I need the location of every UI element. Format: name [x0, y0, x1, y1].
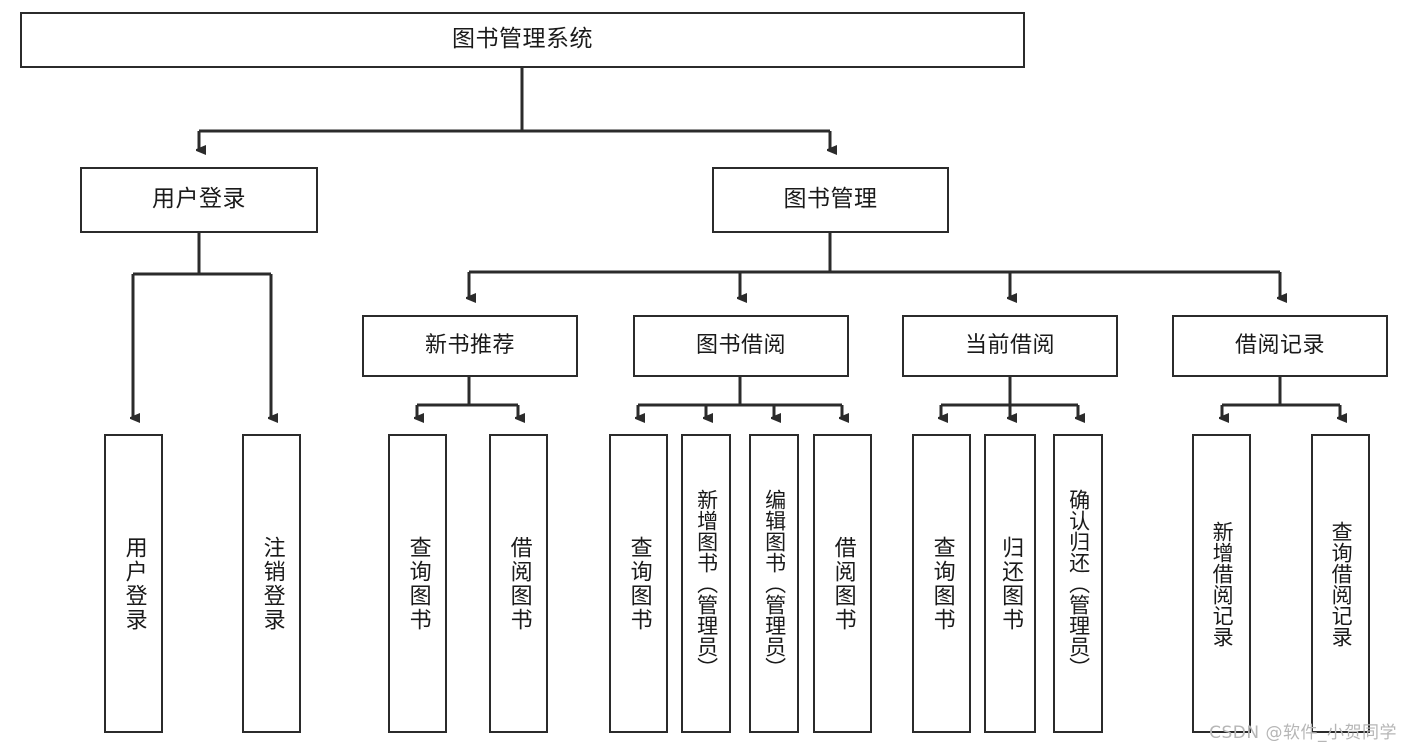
node-leaf-logout[interactable]: 注销登录	[242, 434, 301, 733]
node-leaf-borrow-book-recommend[interactable]: 借阅图书	[489, 434, 548, 733]
node-leaf-borrow-book-label: 借阅图书	[830, 535, 856, 632]
node-book-borrow-label: 图书借阅	[695, 332, 786, 358]
node-leaf-add-book-admin[interactable]: 新增图书（管理员）	[681, 434, 731, 733]
node-leaf-edit-book-admin-label: 编辑图书（管理员）	[762, 489, 787, 678]
node-book-management[interactable]: 图书管理	[712, 167, 949, 233]
node-new-book-recommend-label: 新书推荐	[424, 332, 515, 358]
node-leaf-query-book-recommend[interactable]: 查询图书	[388, 434, 447, 733]
node-leaf-query-borrow-record[interactable]: 查询借阅记录	[1311, 434, 1370, 733]
watermark-csdn: CSDN @软件_小贺同学	[1209, 723, 1397, 743]
node-leaf-query-book-current[interactable]: 查询图书	[912, 434, 971, 733]
node-user-login[interactable]: 用户登录	[80, 167, 318, 233]
node-current-borrow[interactable]: 当前借阅	[902, 315, 1118, 377]
node-leaf-add-book-admin-label: 新增图书（管理员）	[694, 489, 719, 678]
node-leaf-borrow-book[interactable]: 借阅图书	[813, 434, 872, 733]
node-borrow-record[interactable]: 借阅记录	[1172, 315, 1388, 377]
node-book-borrow[interactable]: 图书借阅	[633, 315, 849, 377]
node-book-management-label: 图书管理	[783, 186, 878, 213]
node-leaf-add-borrow-record-label: 新增借阅记录	[1210, 520, 1235, 647]
node-leaf-query-book-recommend-label: 查询图书	[405, 535, 431, 632]
node-leaf-return-book-label: 归还图书	[998, 535, 1024, 632]
node-leaf-return-book[interactable]: 归还图书	[984, 434, 1036, 733]
node-leaf-query-book-borrow[interactable]: 查询图书	[609, 434, 668, 733]
node-borrow-record-label: 借阅记录	[1234, 332, 1325, 358]
node-user-login-label: 用户登录	[152, 186, 246, 213]
node-leaf-add-borrow-record[interactable]: 新增借阅记录	[1192, 434, 1251, 733]
node-new-book-recommend[interactable]: 新书推荐	[362, 315, 578, 377]
node-leaf-user-login[interactable]: 用户登录	[104, 434, 163, 733]
node-root-book-management-system[interactable]: 图书管理系统	[20, 12, 1025, 68]
node-root-label: 图书管理系统	[452, 26, 593, 53]
node-leaf-edit-book-admin[interactable]: 编辑图书（管理员）	[749, 434, 799, 733]
node-leaf-logout-label: 注销登录	[259, 535, 285, 632]
node-leaf-borrow-book-recommend-label: 借阅图书	[506, 535, 532, 632]
node-leaf-query-book-current-label: 查询图书	[929, 535, 955, 632]
node-leaf-user-login-label: 用户登录	[121, 535, 147, 632]
node-leaf-query-borrow-record-label: 查询借阅记录	[1329, 520, 1354, 647]
node-leaf-confirm-return-admin-label: 确认归还（管理员）	[1066, 489, 1091, 678]
node-leaf-confirm-return-admin[interactable]: 确认归还（管理员）	[1053, 434, 1103, 733]
node-current-borrow-label: 当前借阅	[964, 332, 1055, 358]
node-leaf-query-book-borrow-label: 查询图书	[626, 535, 652, 632]
